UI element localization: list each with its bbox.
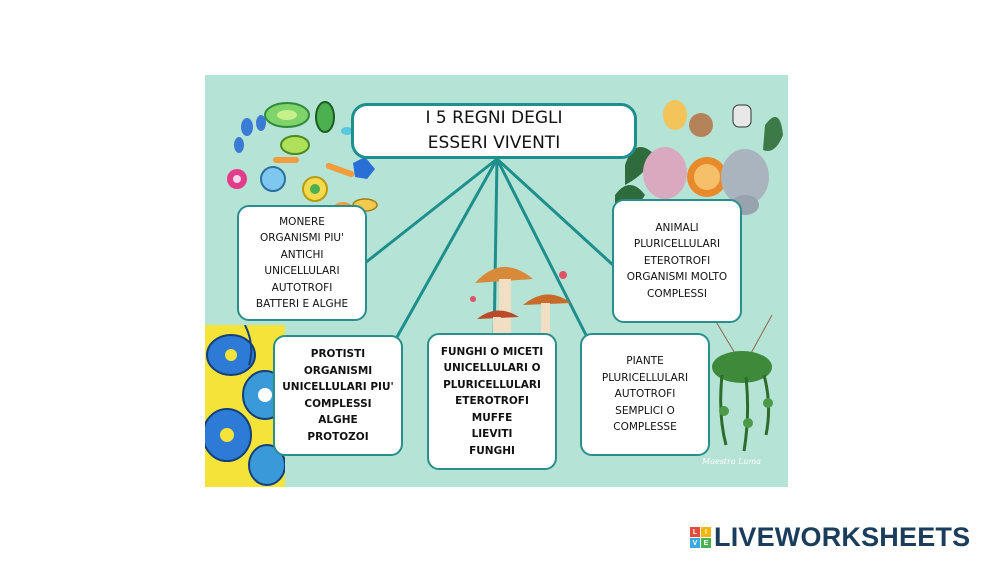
protisti-line: ALGHE	[318, 414, 358, 426]
liveworksheets-logo[interactable]: L I V E LIVEWORKSHEETS	[690, 522, 970, 553]
protisti-line: ORGANISMI	[303, 364, 373, 377]
microorganisms-illustration	[227, 101, 378, 212]
animals-illustration	[615, 100, 783, 215]
piante-line: PLURICELLULARI	[601, 371, 689, 384]
kingdom-funghi: FUNGHI O MICETI UNICELLULARI O PLURICELL…	[427, 333, 557, 470]
connector-lines	[363, 157, 615, 345]
brand-name: LIVEWORKSHEETS	[714, 522, 971, 552]
piante-line: SEMPLICI O	[615, 404, 675, 417]
protists-illustration	[205, 325, 285, 487]
mushrooms-illustration	[470, 266, 571, 339]
kingdom-animali: ANIMALI PLURICELLULARI ETEROTROFI ORGANI…	[612, 199, 742, 323]
animali-line: PLURICELLULARI	[633, 238, 721, 251]
title-line-2: ESSERI VIVENTI	[427, 133, 561, 153]
funghi-line: ETEROTROFI	[455, 395, 529, 408]
animali-line: ANIMALI	[655, 221, 699, 234]
piante-line: AUTOTROFI	[614, 388, 676, 401]
animali-line: COMPLESSI	[647, 287, 707, 300]
title-box: I 5 REGNI DEGLI ESSERI VIVENTI	[351, 103, 637, 159]
monere-line: ANTICHI	[280, 248, 324, 261]
icon-letter: E	[701, 538, 711, 548]
monere-line: MONERE	[279, 215, 325, 228]
monere-line: BATTERI E ALGHE	[255, 298, 349, 310]
funghi-line: FUNGHI	[469, 444, 515, 457]
funghi-line: FUNGHI O MICETI	[440, 345, 544, 358]
piante-line: COMPLESSE	[613, 421, 677, 434]
kingdom-protisti: PROTISTI ORGANISMI UNICELLULARI PIU' COM…	[273, 335, 403, 456]
kingdom-monere: MONERE ORGANISMI PIU' ANTICHI UNICELLULA…	[237, 205, 367, 321]
protisti-line: PROTOZOI	[307, 430, 369, 443]
icon-letter: V	[690, 538, 700, 548]
poster: I 5 REGNI DEGLI ESSERI VIVENTI MONERE OR…	[205, 75, 788, 487]
protisti-line: PROTISTI	[310, 348, 366, 360]
protisti-line: UNICELLULARI PIU'	[282, 381, 394, 393]
monere-line: AUTOTROFI	[271, 281, 333, 294]
funghi-line: LIEVITI	[471, 428, 513, 441]
funghi-line: PLURICELLULARI	[443, 378, 541, 391]
kingdom-piante: PIANTE PLURICELLULARI AUTOTROFI SEMPLICI…	[580, 333, 710, 456]
author-signature: Maestra Luma	[702, 457, 761, 466]
monere-line: UNICELLULARI	[264, 265, 340, 277]
icon-letter: I	[701, 527, 711, 537]
animali-line: ORGANISMI MOLTO	[626, 271, 728, 284]
funghi-line: UNICELLULARI O	[443, 362, 541, 375]
protisti-line: COMPLESSI	[304, 397, 372, 410]
piante-line: PIANTE	[626, 355, 664, 368]
icon-letter: L	[690, 527, 700, 537]
funghi-line: MUFFE	[471, 411, 513, 424]
plant-illustration	[711, 315, 773, 452]
liveworksheets-icon: L I V E	[690, 527, 711, 548]
title-line-1: I 5 REGNI DEGLI	[425, 108, 563, 129]
animali-line: ETEROTROFI	[643, 254, 711, 267]
monere-line: ORGANISMI PIU'	[260, 232, 344, 244]
